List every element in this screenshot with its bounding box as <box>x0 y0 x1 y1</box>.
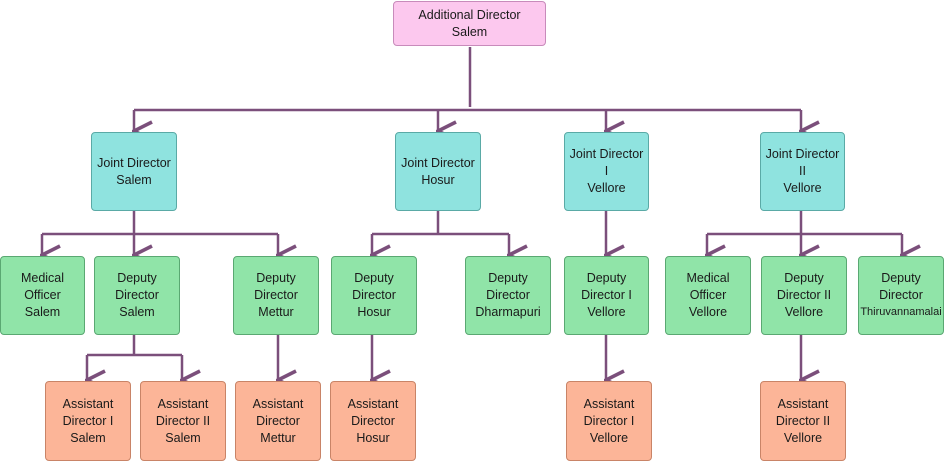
node-label-line: Vellore <box>783 181 822 195</box>
node-label-line: Vellore <box>589 430 629 445</box>
node-label-line: Director <box>115 288 159 302</box>
node-label-line: Director <box>256 413 300 428</box>
node-label-line: Salem <box>70 430 106 445</box>
node-label-line: Additional Director <box>418 7 521 22</box>
node-label-line: I <box>604 164 609 178</box>
node-label-line: Salem <box>451 24 488 39</box>
node-label-line: Joint Director <box>401 155 475 170</box>
node-label-line: Joint Director <box>97 155 171 170</box>
node-label-line: Mettur <box>258 305 294 319</box>
node-label-line: Vellore <box>587 181 626 195</box>
node-label-line: Salem <box>119 305 155 319</box>
node-label-line: Director <box>486 288 530 302</box>
node-label-line: Deputy <box>488 271 528 285</box>
node-label-line: Hosur <box>356 430 390 445</box>
node-label-line: Director I <box>583 413 635 428</box>
node-label-line: Officer <box>689 288 727 302</box>
node-label-line: Dharmapuri <box>475 305 541 319</box>
node-label-line: Assistant <box>777 396 829 411</box>
node-label-line: Vellore <box>587 305 626 319</box>
node-label-line: Assistant <box>157 396 209 411</box>
node-label-line: Mettur <box>260 430 296 445</box>
node-label-line: Medical <box>686 271 730 285</box>
node-label-line: Hosur <box>421 172 455 187</box>
node-label-line: Deputy <box>256 271 296 285</box>
node-label-line: Director II <box>775 413 831 428</box>
node-label-line: Thiruvannamalai <box>860 306 942 318</box>
node-label-line: Deputy <box>354 271 394 285</box>
node-label-line: Hosur <box>357 305 391 319</box>
node-label-line: Assistant <box>583 396 635 411</box>
node-label-line: Medical <box>20 271 65 285</box>
node-label-line: Joint Director <box>569 147 644 161</box>
node-label-line: Deputy <box>881 271 921 285</box>
node-label-line: Director I <box>62 413 114 428</box>
node-label-line: Director <box>254 288 298 302</box>
node-label-line: Director II <box>155 413 211 428</box>
node-label-line: Assistant <box>347 396 399 411</box>
node-label-line: Deputy <box>117 271 157 285</box>
node-label-line: Director <box>879 288 923 302</box>
node-label-line: Officer <box>24 288 61 302</box>
node-label-line: Deputy <box>784 271 824 285</box>
node-label-line: Salem <box>165 430 201 445</box>
node-label-line: Joint Director <box>765 147 840 161</box>
node-label-line: Director II <box>776 288 832 302</box>
node-label-line: Assistant <box>252 396 304 411</box>
node-label-line: Director I <box>581 288 632 302</box>
node-label-line: Deputy <box>586 271 627 285</box>
node-label-line: Vellore <box>783 430 823 445</box>
node-label-line: Salem <box>116 172 152 187</box>
node-label-line: Vellore <box>784 305 824 319</box>
node-label-line: Director <box>352 288 396 302</box>
node-label-line: Assistant <box>62 396 114 411</box>
node-label-line: Vellore <box>688 305 728 319</box>
node-label-line: Salem <box>24 305 61 319</box>
node-label-line: Director <box>351 413 395 428</box>
node-label-line: II <box>799 164 806 178</box>
